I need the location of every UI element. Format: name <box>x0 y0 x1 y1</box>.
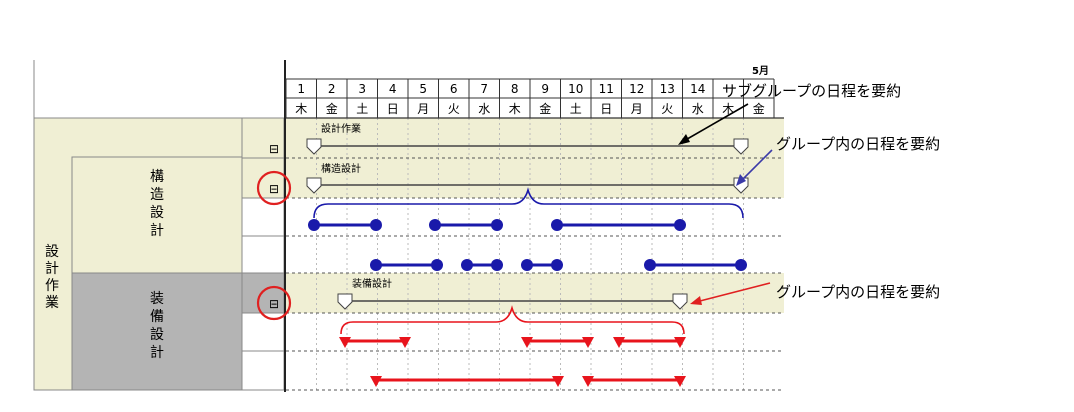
collapse-toggle-sub2-icon[interactable]: ⊟ <box>269 297 279 311</box>
task-start-marker <box>521 337 533 348</box>
callout-arrow-1 <box>681 103 749 143</box>
day-number: 11 <box>599 82 614 96</box>
task-start-dot <box>429 219 441 231</box>
day-number: 1 <box>297 82 305 96</box>
weekday-label: 月 <box>417 102 429 116</box>
brace-sub1 <box>313 187 744 219</box>
callout-arrowhead-3 <box>690 296 702 305</box>
callout-text-subgroup-summary: サブグループの日程を要約 <box>722 82 902 100</box>
highlight-circle-sub1 <box>256 170 292 206</box>
sub2-cell <box>71 272 243 391</box>
task-start-dot <box>551 219 563 231</box>
day-number: 2 <box>328 82 336 96</box>
task-end-marker <box>399 337 411 348</box>
collapse-toggle-sub1-icon[interactable]: ⊟ <box>269 182 279 196</box>
day-number: 13 <box>660 82 675 96</box>
weekday-label: 火 <box>448 102 460 116</box>
summary-start-sub1 <box>306 177 322 194</box>
toggle-cell-row7 <box>241 350 285 391</box>
task-start-dot <box>370 259 382 271</box>
sub1-cell <box>71 156 243 274</box>
toggle-cell-sub1 <box>241 157 285 199</box>
weekday-label: 日 <box>600 102 612 116</box>
callout-arrow-3 <box>695 282 771 303</box>
day-number: 8 <box>511 82 519 96</box>
task-end-marker <box>552 376 564 387</box>
weekday-label: 金 <box>326 101 338 116</box>
callout-arrowhead-1 <box>678 134 690 145</box>
day-number: 9 <box>541 82 549 96</box>
band-sub1 <box>286 158 784 198</box>
weekday-label: 木 <box>509 102 521 116</box>
task-end-marker <box>674 376 686 387</box>
bar-label-sub1: 構造設計 <box>321 162 361 175</box>
summary-start-group <box>306 138 322 155</box>
task-start-dot <box>521 259 533 271</box>
weekday-label: 金 <box>753 101 765 116</box>
group-label-vertical: 設計作業 <box>45 244 59 311</box>
callout-text-group-summary-blue: グループ内の日程を要約 <box>776 135 941 153</box>
weekday-label: 月 <box>631 102 643 116</box>
bar-label-group: 設計作業 <box>321 122 361 135</box>
day-number: 10 <box>568 82 583 96</box>
callout-text-group-summary-red: グループ内の日程を要約 <box>776 283 941 301</box>
task-end-dot <box>674 219 686 231</box>
toggle-cell-row4 <box>241 235 285 274</box>
task-start-marker <box>339 337 351 348</box>
weekday-label: 日 <box>387 102 399 116</box>
summary-start-sub2 <box>337 293 353 310</box>
task-start-dot <box>644 259 656 271</box>
callout-arrowhead-2 <box>736 174 746 186</box>
bar-label-sub2: 装備設計 <box>352 277 392 290</box>
grid-lines <box>286 118 784 392</box>
highlight-circle-sub2 <box>256 285 292 321</box>
weekday-label: 水 <box>692 102 704 116</box>
day-number: 3 <box>358 82 366 96</box>
summary-end-sub2 <box>672 293 688 310</box>
band-group <box>286 118 784 158</box>
day-number: 5 <box>419 82 427 96</box>
toggle-cell-group <box>241 117 285 159</box>
day-number: 14 <box>690 82 705 96</box>
task-end-dot <box>735 259 747 271</box>
day-number: 12 <box>629 82 644 96</box>
callout-arrow-2 <box>739 149 773 183</box>
weekday-label: 木 <box>722 102 734 116</box>
band-sub2 <box>286 273 784 313</box>
blue-task-bars <box>308 219 747 271</box>
task-end-dot <box>370 219 382 231</box>
task-start-marker <box>582 376 594 387</box>
brace-sub2 <box>340 305 685 335</box>
task-end-dot <box>431 259 443 271</box>
task-end-dot <box>491 259 503 271</box>
day-number: 7 <box>480 82 488 96</box>
collapse-toggle-group-icon[interactable]: ⊟ <box>269 142 279 156</box>
weekday-label: 土 <box>356 102 368 116</box>
summary-end-group <box>733 138 749 155</box>
weekday-label: 水 <box>478 102 490 116</box>
task-start-dot <box>461 259 473 271</box>
sub1-label-vertical: 構造設計 <box>150 169 164 239</box>
task-end-marker <box>674 337 686 348</box>
weekday-label: 火 <box>661 102 673 116</box>
weekday-label: 木 <box>295 102 307 116</box>
sub2-label-vertical: 装備設計 <box>150 291 164 361</box>
weekday-label: 土 <box>570 102 582 116</box>
task-end-marker <box>582 337 594 348</box>
red-task-bars <box>339 337 686 387</box>
month-label: 5月 <box>752 65 769 77</box>
task-end-dot <box>551 259 563 271</box>
task-start-marker <box>613 337 625 348</box>
task-end-dot <box>491 219 503 231</box>
task-start-marker <box>370 376 382 387</box>
day-number: 4 <box>389 82 397 96</box>
task-start-dot <box>308 219 320 231</box>
day-number: 6 <box>450 82 458 96</box>
weekday-label: 金 <box>539 101 551 116</box>
